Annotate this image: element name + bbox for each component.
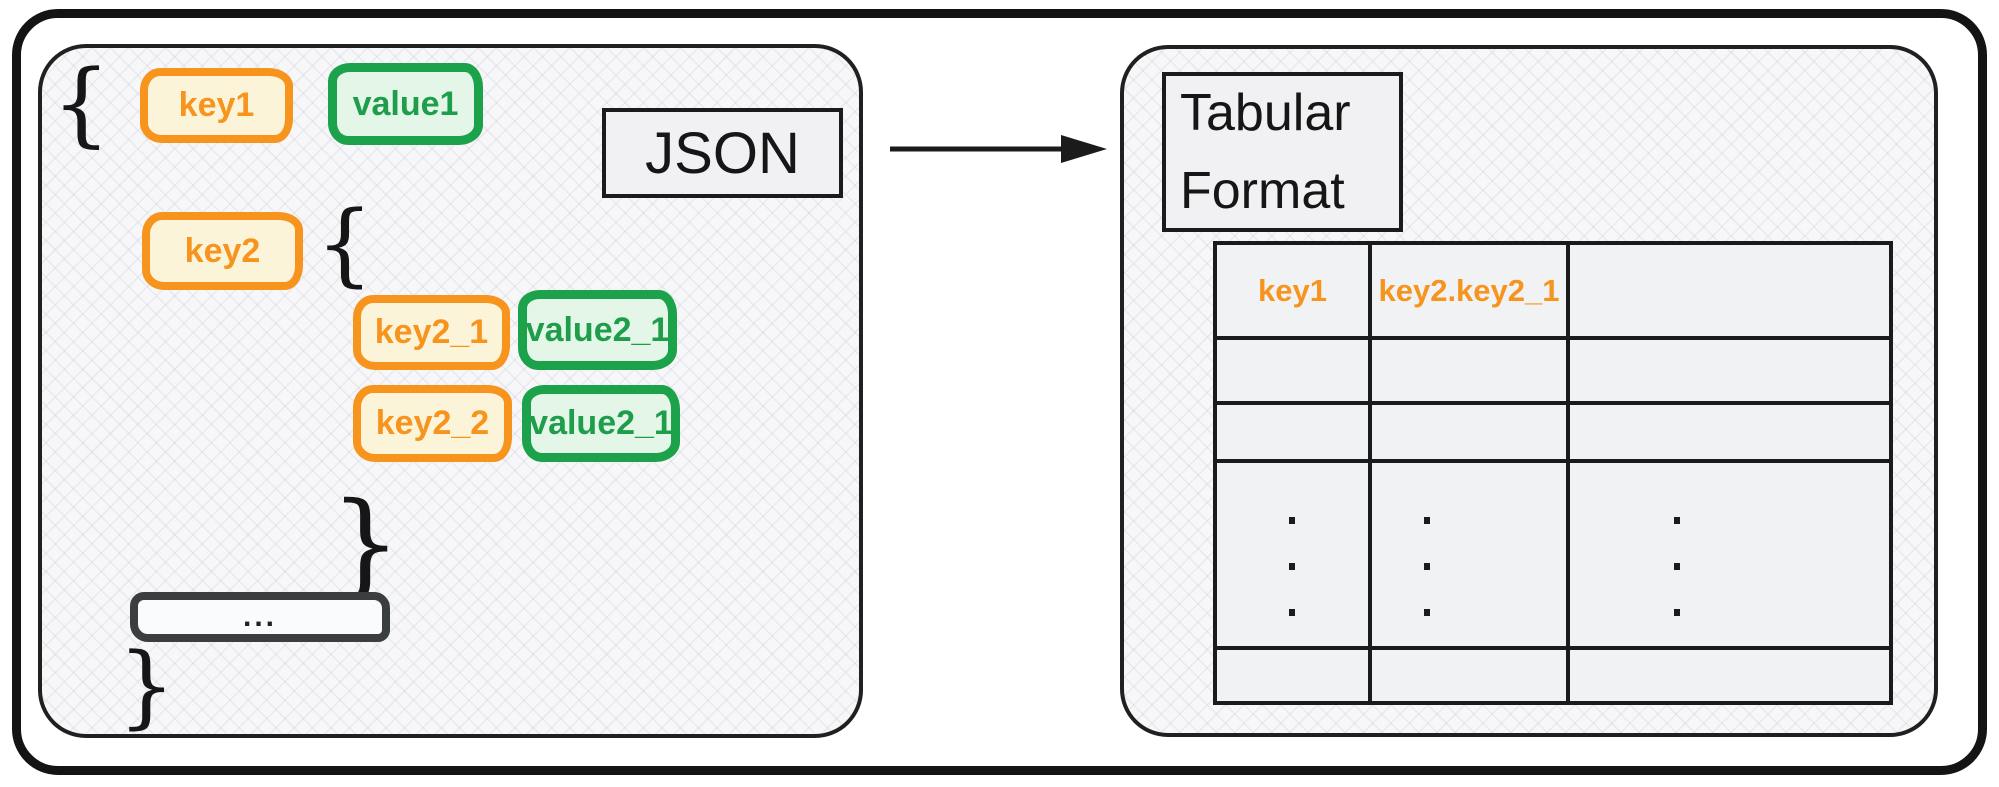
dot [1424, 563, 1430, 570]
json-format-badge: JSON [602, 108, 843, 198]
dot [1674, 563, 1680, 570]
table-cell-ellipsis [1372, 463, 1570, 650]
key1-label: key1 [178, 86, 255, 124]
json-format-label: JSON [645, 120, 800, 186]
transform-arrow-icon [890, 135, 1107, 163]
vertical-dots-icon [1424, 463, 1430, 616]
nested-close-brace: } [330, 479, 402, 609]
ellipsis-label: ... [242, 600, 277, 633]
key2-1-label: key2_1 [374, 313, 489, 351]
table-header-empty [1570, 245, 1889, 340]
dot [1424, 609, 1430, 616]
table-cell [1217, 340, 1372, 405]
vertical-dots-icon [1674, 463, 1680, 616]
tabular-format-label-line2: Format [1180, 162, 1345, 220]
value2-1-label: value2_1 [525, 310, 670, 349]
dot [1289, 563, 1295, 570]
root-close-brace: } [118, 634, 176, 739]
vertical-dots-icon [1289, 463, 1295, 616]
result-table: key1 key2.key2_1 [1213, 241, 1893, 705]
ellipsis-box: ... [130, 592, 390, 642]
value1-label: value1 [352, 84, 459, 123]
dot [1674, 609, 1680, 616]
table-cell [1372, 340, 1570, 405]
table-cell [1372, 650, 1570, 701]
table-cell [1570, 405, 1889, 463]
table-cell [1217, 405, 1372, 463]
table-cell [1372, 405, 1570, 463]
dot [1289, 609, 1295, 616]
key2-2-chip: key2_2 [353, 385, 512, 462]
dot [1289, 517, 1295, 524]
dot [1674, 517, 1680, 524]
table-cell [1217, 650, 1372, 701]
dot [1424, 517, 1430, 524]
value2-1b-chip: value2_1 [522, 385, 680, 462]
key2-label: key2 [184, 231, 261, 270]
value2-1b-label: value2_1 [529, 404, 673, 442]
nested-open-brace: { [316, 192, 374, 297]
tabular-format-label-line1: Tabular [1180, 84, 1351, 142]
key2-1-chip: key2_1 [353, 295, 510, 370]
key1-chip: key1 [140, 68, 293, 143]
table-header-key1: key1 [1217, 245, 1372, 340]
value1-chip: value1 [328, 63, 483, 145]
table-cell-ellipsis [1570, 463, 1889, 650]
tabular-format-badge: Tabular Format [1162, 72, 1403, 232]
key2-chip: key2 [142, 212, 303, 290]
table-header-key2-key2-1: key2.key2_1 [1372, 245, 1570, 340]
key2-2-label: key2_2 [375, 404, 490, 442]
table-cell [1570, 340, 1889, 405]
root-open-brace: { [52, 50, 111, 157]
table-cell [1570, 650, 1889, 701]
value2-1-chip: value2_1 [518, 290, 677, 370]
table-cell-ellipsis [1217, 463, 1372, 650]
